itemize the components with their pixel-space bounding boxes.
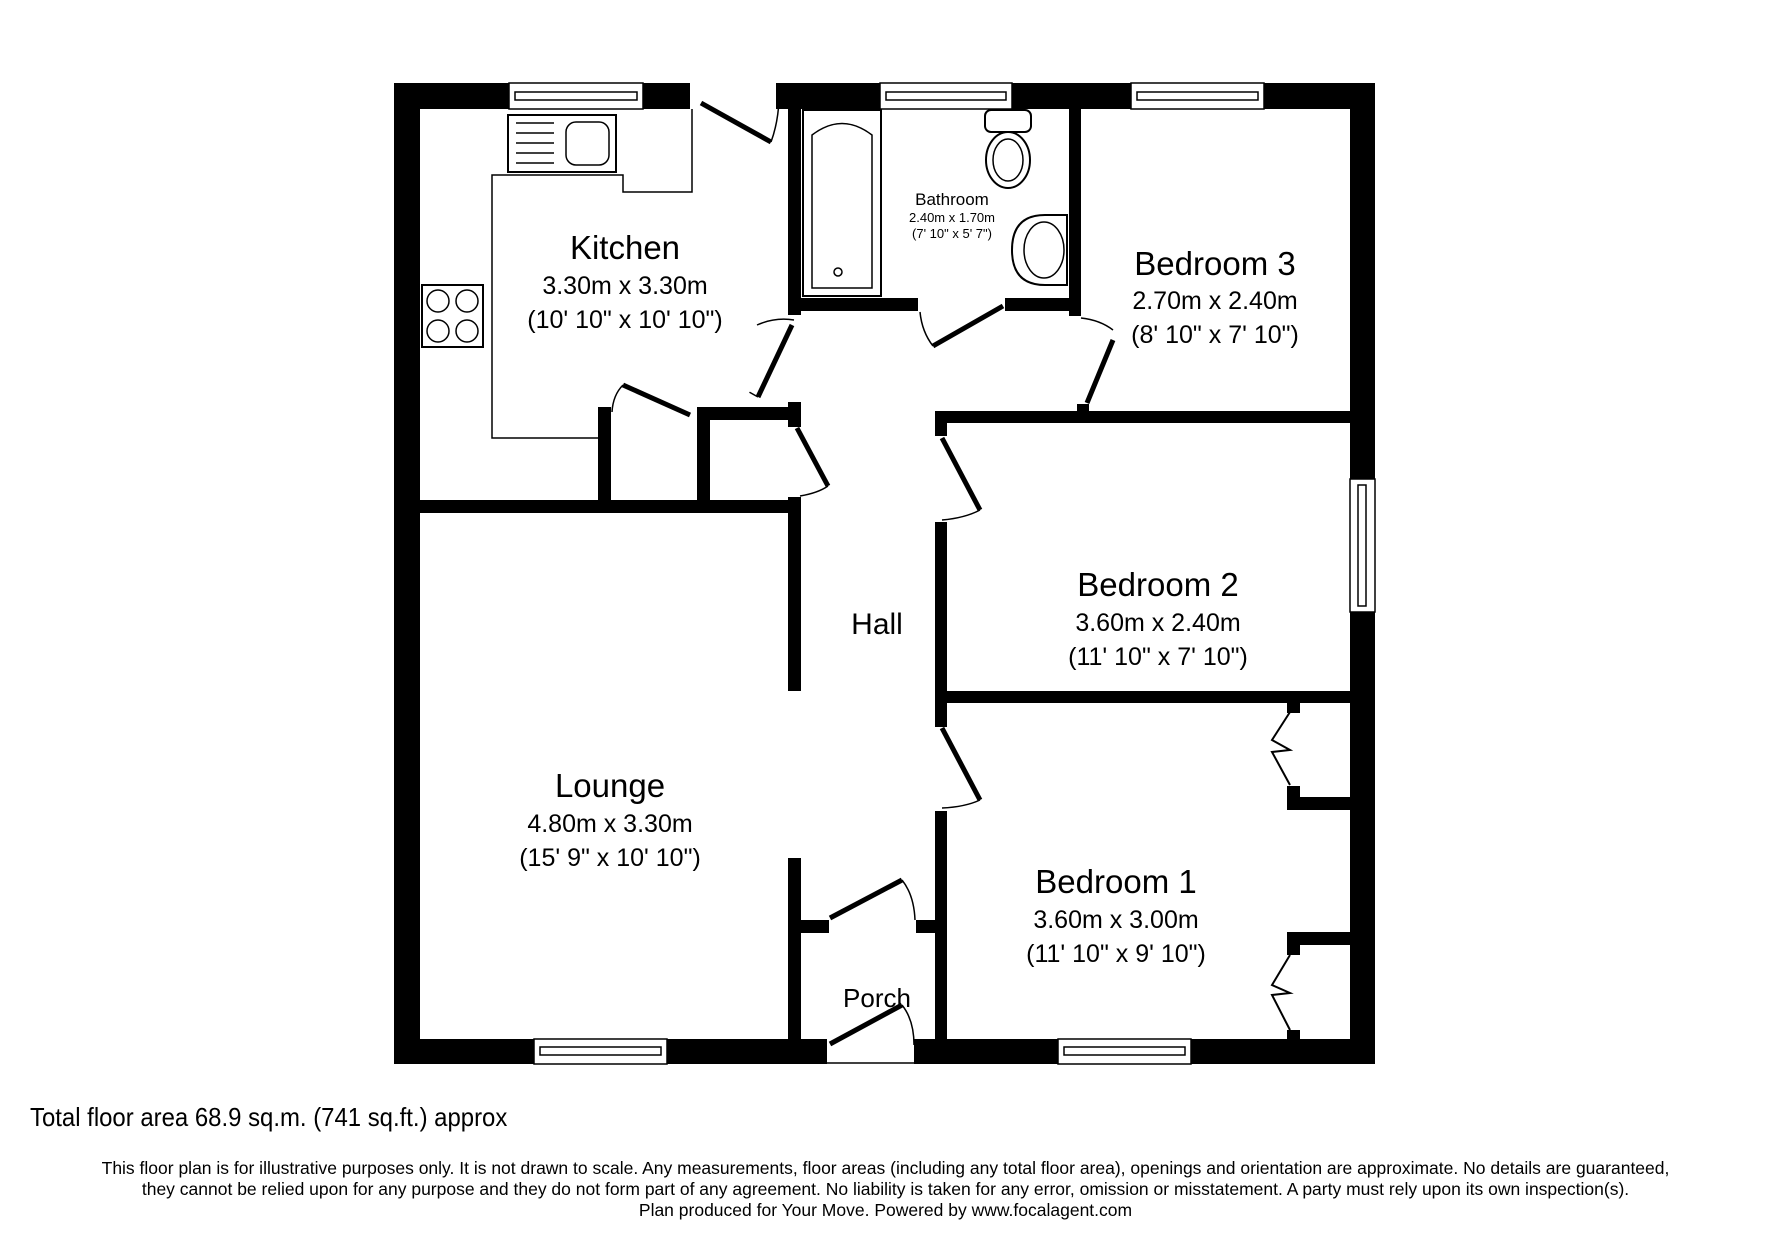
door-bathroom [919, 303, 1005, 349]
door-hall-cupboard [794, 426, 831, 497]
room-dim-metric: 2.70m x 2.40m [1132, 287, 1297, 315]
window-bathroom [879, 82, 1013, 110]
door-bedroom2 [939, 436, 983, 521]
disclaimer-line: This floor plan is for illustrative purp… [101, 1158, 1670, 1178]
bath-icon [802, 109, 882, 297]
room-name: Lounge [555, 767, 665, 804]
disclaimer-line: they cannot be relied upon for any purpo… [141, 1179, 1630, 1199]
outer-walls [394, 83, 1375, 1064]
hob-icon [421, 284, 484, 348]
wardrobe-door-upper [1270, 711, 1294, 786]
door-bedroom3 [1080, 317, 1116, 404]
total-floor-area: Total floor area 68.9 sq.m. (741 sq.ft.)… [30, 1102, 508, 1132]
disclaimer-credit: Plan produced for Your Move. Powered by … [638, 1200, 1133, 1220]
room-dim-metric: 3.60m x 3.00m [1033, 906, 1198, 934]
room-name: Bedroom 2 [1077, 566, 1238, 603]
window-bedroom1 [1057, 1038, 1192, 1065]
room-dim-metric: 3.30m x 3.30m [542, 272, 707, 300]
room-name: Porch [843, 983, 911, 1013]
room-dim-metric: 4.80m x 3.30m [527, 810, 692, 838]
room-dim-metric: 2.40m x 1.70m [909, 210, 995, 225]
room-name: Bedroom 3 [1134, 245, 1295, 282]
disclaimer: This floor plan is for illustrative purp… [0, 1158, 1771, 1221]
window-kitchen [508, 82, 644, 110]
room-dim-imperial: (15' 9" x 10' 10") [519, 844, 701, 872]
label-kitchen: Kitchen 3.30m x 3.30m (10' 10" x 10' 10"… [527, 229, 722, 334]
toilet-icon [984, 109, 1032, 189]
room-dim-imperial: (10' 10" x 10' 10") [527, 306, 722, 334]
kitchen-worktop [491, 109, 693, 439]
label-bedroom2: Bedroom 2 3.60m x 2.40m (11' 10" x 7' 10… [1068, 566, 1248, 671]
basin-icon [1010, 214, 1068, 286]
internal-walls [420, 109, 1350, 1064]
label-bathroom: Bathroom 2.40m x 1.70m (7' 10" x 5' 7") [909, 190, 995, 241]
window-lounge [533, 1038, 668, 1065]
room-dim-metric: 3.60m x 2.40m [1075, 609, 1240, 637]
label-lounge: Lounge 4.80m x 3.30m (15' 9" x 10' 10") [519, 767, 701, 872]
label-hall: Hall [851, 608, 903, 641]
room-dim-imperial: (7' 10" x 5' 7") [912, 226, 992, 241]
label-bedroom3: Bedroom 3 2.70m x 2.40m (8' 10" x 7' 10"… [1131, 245, 1299, 349]
door-porch-inner [828, 877, 916, 921]
door-front [828, 1002, 915, 1047]
wardrobe-door-lower [1270, 954, 1294, 1031]
room-name: Kitchen [570, 229, 680, 266]
window-bedroom2 [1349, 478, 1376, 613]
room-name: Hall [851, 608, 903, 641]
sink-icon [507, 114, 617, 173]
room-name: Bedroom 1 [1035, 863, 1196, 900]
room-name: Bathroom [915, 190, 989, 209]
label-bedroom1: Bedroom 1 3.60m x 3.00m (11' 10" x 9' 10… [1026, 863, 1206, 968]
door-hall-kitchen [749, 318, 795, 399]
door-kitchen-cupboard [611, 382, 692, 418]
window-bedroom3 [1130, 82, 1265, 110]
label-porch: Porch [843, 983, 911, 1013]
door-kitchen-external [699, 99, 780, 145]
door-bedroom1 [939, 726, 983, 809]
room-dim-imperial: (8' 10" x 7' 10") [1131, 321, 1299, 349]
room-dim-imperial: (11' 10" x 7' 10") [1068, 643, 1248, 671]
room-dim-imperial: (11' 10" x 9' 10") [1026, 940, 1206, 968]
